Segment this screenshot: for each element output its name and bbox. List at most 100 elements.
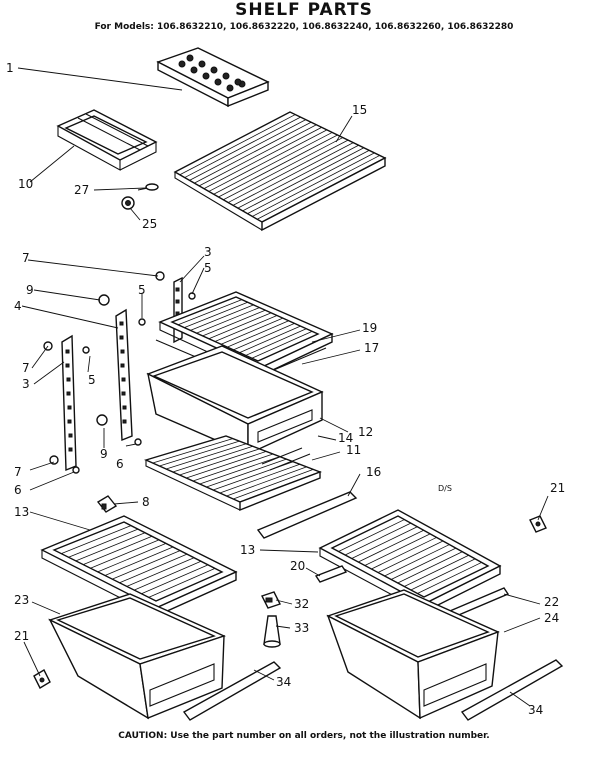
lower-glass-shelf-illustration — [143, 435, 322, 512]
cam-part-33 — [263, 615, 281, 648]
crisper-pan-right-illustration — [326, 589, 500, 720]
shelf-grid-line — [390, 547, 457, 580]
rack-illustration — [56, 109, 158, 171]
callout-3b: 3 — [22, 377, 30, 391]
shelf-grid-line — [126, 557, 195, 587]
shelf-grid-line — [184, 301, 248, 328]
callout-9: 9 — [26, 283, 34, 297]
callout-7: 7 — [22, 251, 30, 265]
shelf-grid-line — [206, 458, 287, 488]
shelf-grid-line — [194, 121, 312, 184]
callout-6: 6 — [116, 457, 124, 471]
shelf-grid-line — [239, 325, 301, 354]
callout-13b: 13 — [240, 543, 256, 557]
fasteners — [43, 271, 196, 474]
shelf-grid-line — [251, 330, 313, 359]
shelf-grid-line — [338, 519, 405, 552]
trim-strip-16 — [256, 491, 358, 539]
callout-11: 11 — [346, 443, 362, 457]
callout-32: 32 — [294, 597, 310, 611]
shelf-grid-line — [119, 553, 188, 584]
shelf-grid-line — [404, 554, 469, 587]
callout-1: 1 — [6, 61, 14, 75]
diagram-code: D/S — [438, 484, 452, 493]
shelf-grid-line — [196, 307, 260, 334]
shelf-grid-line — [410, 558, 476, 591]
shelf-grid-line — [179, 114, 296, 176]
shelf-grid-line — [68, 528, 139, 558]
shelf-grid-line — [186, 451, 267, 479]
shelf-grid-line — [189, 119, 307, 181]
callout-3: 3 — [204, 245, 212, 259]
shelf-grid-line — [219, 463, 300, 494]
callout-7b: 7 — [22, 361, 30, 375]
screw-part-27 — [137, 183, 159, 191]
callout-21b: 21 — [14, 629, 30, 643]
shelf-grid-line — [242, 147, 365, 212]
shelf-grid-line — [213, 132, 333, 195]
shelf-grid-line — [232, 142, 354, 206]
callout-9b: 9 — [100, 447, 108, 461]
shelf-grid-line — [233, 323, 295, 351]
shelf-grid-line — [104, 546, 174, 576]
callout-23: 23 — [14, 593, 30, 607]
model-list: For Models: 106.8632210, 106.8632220, 10… — [94, 22, 514, 32]
roller-part-32 — [261, 591, 281, 609]
callout-5c: 5 — [88, 373, 96, 387]
shelf-grid-line — [237, 144, 359, 209]
shelf-grid-line — [141, 564, 209, 595]
shelf-grid-line — [214, 315, 278, 342]
callout-19: 19 — [362, 321, 378, 335]
ladder-rail-left — [61, 334, 77, 472]
shelf-grid-line — [198, 124, 317, 187]
callout-13: 13 — [14, 505, 30, 519]
clip-part-21-left — [33, 669, 51, 689]
shelf-grid-line — [223, 137, 343, 201]
shelf-grid-line — [184, 116, 301, 178]
callout-10: 10 — [18, 177, 34, 191]
shelf-grid-line — [417, 562, 482, 594]
shelf-grid-line — [208, 129, 328, 192]
rail-part-34-left — [182, 661, 282, 721]
callout-6b: 6 — [14, 483, 22, 497]
shelf-grid-line — [256, 155, 380, 220]
callout-4: 4 — [14, 299, 22, 313]
callout-12: 12 — [358, 425, 374, 439]
shelf-grid-line — [61, 525, 132, 555]
callout-33: 33 — [294, 621, 310, 635]
shelf-grid-line — [233, 469, 314, 500]
egg-tray-illustration — [156, 47, 270, 108]
rail-part-34-right — [460, 659, 564, 721]
shelf-grid-line — [208, 312, 272, 340]
shelf-grid-line — [133, 560, 202, 591]
callout-7c: 7 — [14, 465, 22, 479]
shelf-grid-line — [199, 456, 280, 485]
nut-part-25 — [121, 196, 135, 210]
shelf-grid-line — [192, 453, 274, 482]
shelf-grid-line — [90, 539, 160, 569]
shelf-grid-line — [166, 443, 247, 470]
shelf-grid-line — [377, 540, 444, 573]
callout-8: 8 — [142, 495, 150, 509]
shelf-grid-line — [227, 139, 349, 203]
shelf-grid-line — [203, 126, 322, 190]
shelf-grid-line — [190, 304, 254, 331]
shelf-grid-line — [220, 317, 284, 345]
clip-part-8 — [96, 495, 118, 513]
shelf-grid-line — [226, 466, 307, 497]
crisper-pan-left-illustration — [48, 593, 226, 720]
callout-20: 20 — [290, 559, 306, 573]
shelf-grid-line — [247, 149, 370, 215]
shelf-grid-line — [152, 438, 233, 464]
shelf-grid-line — [227, 320, 289, 348]
callout-5: 5 — [204, 261, 212, 275]
shelf-grid-line — [252, 152, 375, 217]
shelf-grid-line — [384, 544, 450, 577]
callout-27: 27 — [74, 183, 90, 197]
shelf-grid-line — [172, 445, 253, 473]
shelf-grid-line — [97, 543, 167, 573]
callout-25: 25 — [142, 217, 158, 231]
shelf-grid-line — [148, 568, 216, 598]
shelf-grid-line — [344, 522, 412, 556]
